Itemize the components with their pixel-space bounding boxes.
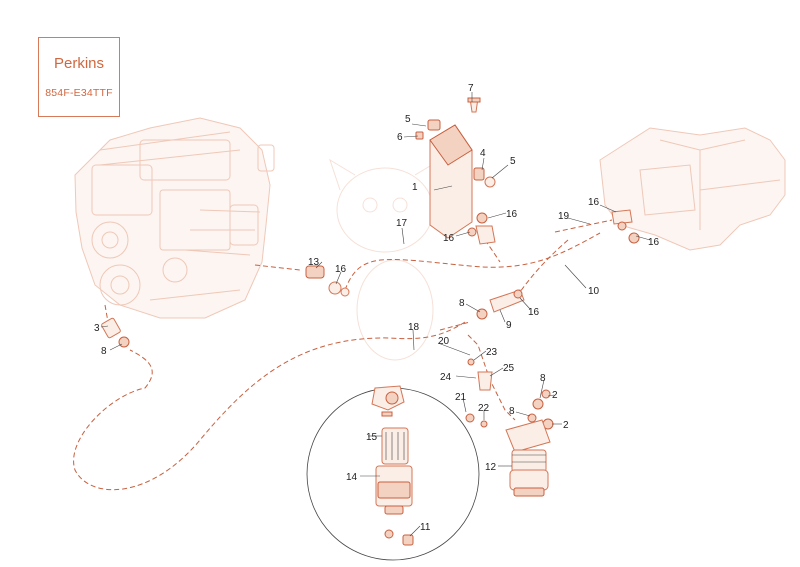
callout-5: 5 — [405, 114, 411, 125]
callout-labels: 1 2 2 3 4 5 5 6 7 8 8 8 8 9 10 11 12 13 … — [94, 83, 660, 533]
callout-15: 15 — [366, 432, 378, 443]
callout-1: 1 — [412, 182, 418, 193]
water-separator-filter — [505, 419, 551, 497]
callout-19: 19 — [558, 211, 570, 222]
engine-illustration — [74, 117, 275, 319]
callout-16: 16 — [648, 237, 660, 248]
callout-8: 8 — [101, 346, 107, 357]
watermark-figure — [329, 158, 441, 361]
fittings — [101, 209, 640, 430]
callout-18: 18 — [408, 322, 420, 333]
callout-16: 16 — [335, 264, 347, 275]
callout-8: 8 — [540, 373, 546, 384]
hose-return — [254, 264, 301, 271]
hose-10 — [519, 239, 569, 293]
filter-detail-view — [306, 385, 480, 561]
callout-7: 7 — [468, 83, 474, 94]
hose-19 — [554, 219, 613, 233]
callout-16: 16 — [443, 233, 455, 244]
callout-20: 20 — [438, 336, 450, 347]
callout-16: 16 — [528, 307, 540, 318]
callout-14: 14 — [346, 472, 358, 483]
callout-16: 16 — [506, 209, 518, 220]
callout-12: 12 — [485, 462, 497, 473]
brand-label: Perkins — [53, 55, 105, 72]
callout-11: 11 — [420, 522, 431, 533]
callout-9: 9 — [506, 320, 512, 331]
callout-8: 8 — [459, 298, 465, 309]
callout-16: 16 — [588, 197, 600, 208]
fuel-tank-illustration — [599, 127, 786, 251]
callout-5: 5 — [510, 156, 516, 167]
hose-17 — [344, 232, 601, 291]
callout-23: 23 — [486, 347, 498, 358]
callout-4: 4 — [480, 148, 486, 159]
callout-25: 25 — [503, 363, 515, 374]
callout-3: 3 — [94, 323, 100, 334]
model-label: 854F-E34TTF — [45, 87, 113, 99]
callout-22: 22 — [478, 403, 490, 414]
fuel-cooler — [415, 97, 496, 245]
callout-8: 8 — [509, 406, 515, 417]
callout-6: 6 — [397, 132, 403, 143]
callout-21: 21 — [455, 392, 467, 403]
callout-10: 10 — [588, 286, 600, 297]
callout-24: 24 — [440, 372, 452, 383]
callout-2: 2 — [552, 390, 558, 401]
leader-lines — [100, 92, 651, 537]
callout-13: 13 — [308, 257, 320, 268]
callout-17: 17 — [396, 218, 408, 229]
callout-2: 2 — [563, 420, 569, 431]
engine-title-box: Perkins 854F-E34TTF — [38, 37, 120, 117]
hose-18 — [73, 321, 466, 491]
